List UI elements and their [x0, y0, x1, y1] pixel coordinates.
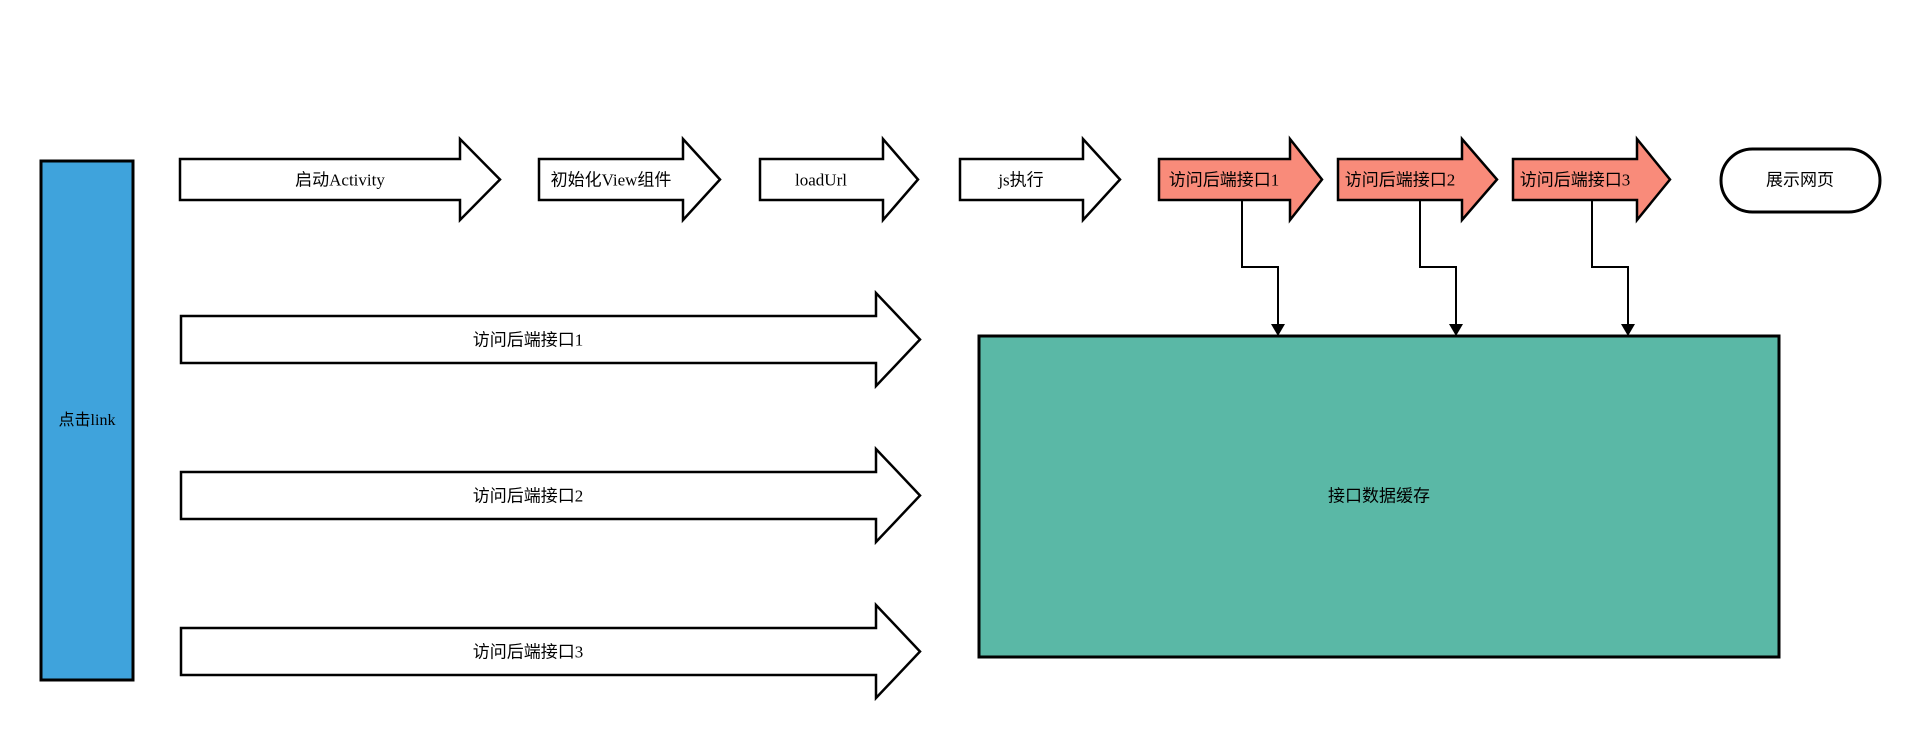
arrow-start-activity — [178, 135, 502, 224]
connector-api2-arrowhead-icon — [1449, 324, 1463, 336]
connector-api2-to-cache — [1419, 201, 1457, 326]
click-link-node — [39, 159, 135, 682]
arrow-loadurl — [758, 135, 920, 224]
arrow-js-exec — [958, 135, 1122, 224]
connector-api1-arrowhead-icon — [1271, 324, 1285, 336]
big-arrow-api-1 — [179, 289, 922, 390]
connector-api3-to-cache — [1591, 201, 1629, 326]
arrow-api-3 — [1511, 135, 1672, 224]
show-page-node — [1719, 147, 1882, 214]
big-arrow-api-3 — [179, 601, 922, 702]
cache-node — [977, 334, 1781, 659]
arrow-init-view — [537, 135, 722, 224]
connector-api1-to-cache — [1241, 201, 1279, 326]
arrow-api-1 — [1157, 135, 1324, 224]
big-arrow-api-2 — [179, 445, 922, 546]
arrow-api-2 — [1336, 135, 1499, 224]
connector-api3-arrowhead-icon — [1621, 324, 1635, 336]
